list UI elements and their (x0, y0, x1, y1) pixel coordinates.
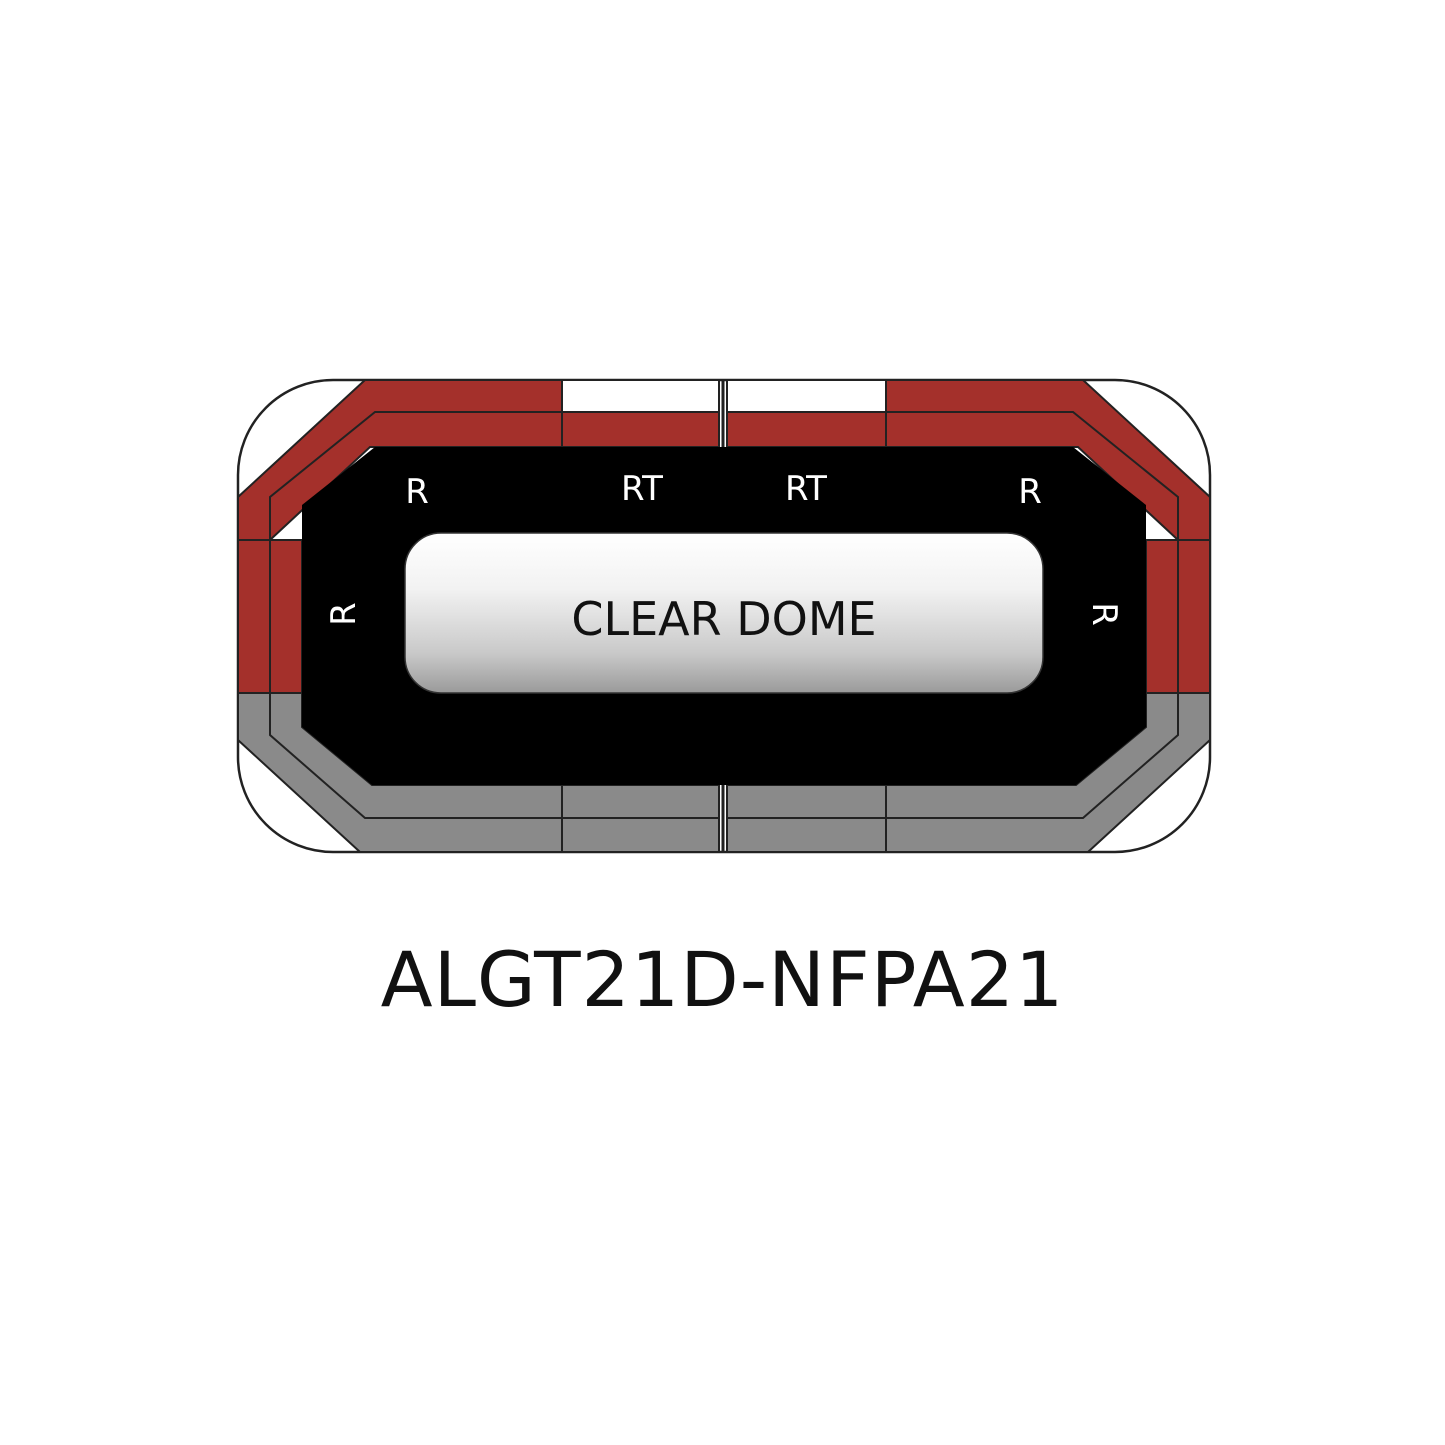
lens-bottom-center-right-b (726, 817, 887, 852)
lens-side-left-inner (269, 539, 303, 694)
label-top-center-right: RT (785, 469, 827, 509)
model-number: ALGT21D-NFPA21 (380, 935, 1065, 1024)
lens-top-center-left-white (561, 380, 720, 413)
label-side-right: R (1084, 602, 1124, 626)
lens-bottom-right-divider (886, 693, 1179, 819)
clear-dome-label: CLEAR DOME (571, 592, 876, 646)
clear-dome (404, 532, 1044, 694)
lens-top-center-left-red (561, 411, 720, 448)
label-side-left: R (324, 602, 364, 626)
lens-side-left-outer (238, 539, 271, 694)
lens-side-right-inner (1145, 539, 1179, 694)
lens-top-right-divider (886, 411, 1179, 540)
label-top-left: R (405, 472, 429, 512)
lens-bottom-left-divider (269, 693, 562, 819)
lens-bottom-center-left-b (561, 817, 720, 852)
label-top-right: R (1018, 472, 1042, 512)
lens-side-right-outer (1177, 539, 1210, 694)
lens-top-center-right-red (726, 411, 887, 448)
label-top-center-left: RT (621, 469, 663, 509)
lens-top-center-right-white (726, 380, 887, 413)
lens-bottom-center-right-a (726, 784, 887, 819)
lens-top-left-divider (269, 411, 562, 540)
lens-bottom-center-left-a (561, 784, 720, 819)
